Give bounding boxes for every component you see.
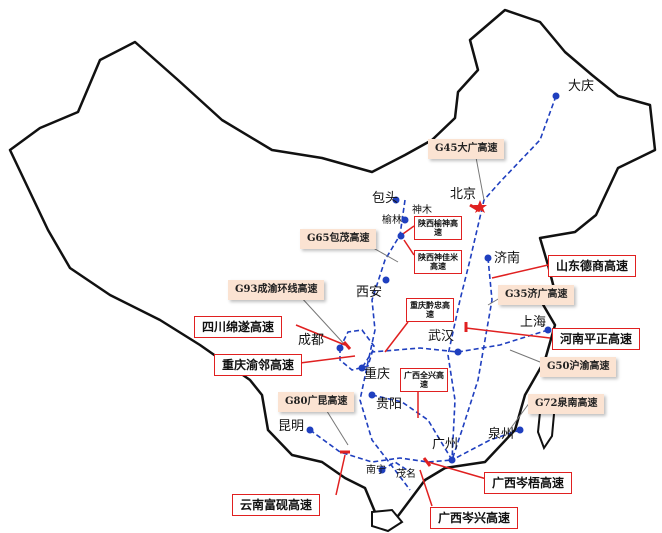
city-marker-chengdu — [336, 344, 344, 352]
project-label-shandong: 山东德商高速 — [548, 255, 637, 277]
pointer-sichuan — [295, 324, 346, 346]
highway-label-g45: G45大广高速 — [428, 139, 505, 159]
leader-g50 — [509, 349, 541, 363]
route-g72 — [451, 429, 521, 461]
marker-sichuan — [342, 341, 352, 350]
city-label-xian: 西安 — [356, 285, 383, 300]
city-marker-shenmu — [401, 216, 409, 224]
highway-label-g93: G93成渝环线高速 — [228, 280, 325, 300]
project-label-qiangui: 重庆黔忠高速 — [406, 298, 454, 323]
pointer-qiangui — [384, 321, 409, 353]
highway-label-g35: G35济广高速 — [498, 285, 575, 305]
leader-g93 — [299, 295, 346, 346]
highway-label-g65: G65包茂高速 — [300, 229, 377, 249]
highway-label-g80: G80广昆高速 — [278, 392, 355, 412]
city-marker-chongqing — [358, 364, 366, 372]
city-label-beijing: 北京 — [450, 187, 477, 202]
highway-routes — [309, 95, 557, 491]
pointer-yunnan — [335, 454, 346, 496]
city-markers — [306, 92, 560, 474]
project-label-sichuan: 四川绵遂高速 — [194, 316, 283, 338]
city-label-chongqing: 重庆 — [364, 367, 391, 382]
pointer-chongqing — [299, 355, 356, 364]
city-label-kunming: 昆明 — [278, 419, 305, 434]
city-label-shenmu: 神木 — [412, 205, 432, 216]
city-label-wuhan: 武汉 — [428, 329, 455, 344]
project-label-cenxing: 广西岑兴高速 — [430, 507, 519, 529]
city-label-guiyang: 贵阳 — [376, 397, 403, 412]
project-label-quanxing: 广西全兴高速 — [400, 368, 448, 393]
city-label-guangzhou: 广州 — [432, 437, 459, 452]
route-g93 — [339, 329, 375, 371]
china-outline — [8, 8, 657, 522]
project-label-shenjia: 陕西神佳米高速 — [414, 250, 462, 275]
city-marker-guiyang — [368, 391, 376, 399]
city-marker-baotou — [392, 196, 400, 204]
project-label-yunnan: 云南富砚高速 — [232, 494, 321, 516]
city-label-jinan: 济南 — [494, 251, 521, 266]
city-marker-jinan — [484, 254, 492, 262]
hainan-outline — [371, 508, 404, 533]
city-label-chengdu: 成都 — [298, 333, 325, 348]
highway-label-g72: G72泉南高速 — [528, 394, 605, 414]
pointer-shenjia — [403, 239, 415, 256]
leader-g45 — [474, 151, 485, 201]
pointer-cenxing — [419, 469, 433, 507]
project-label-henan: 河南平正高速 — [552, 328, 641, 350]
pointer-cenwu — [427, 461, 491, 481]
city-label-maoming: 茂名 — [396, 469, 416, 480]
city-marker-nanning — [378, 466, 386, 474]
city-marker-kunming — [306, 426, 314, 434]
city-label-shanghai: 上海 — [520, 315, 547, 330]
city-label-baotou: 包头 — [372, 191, 399, 206]
city-marker-daqing — [552, 92, 560, 100]
city-marker-wuhan — [454, 348, 462, 356]
beijing-star-icon — [473, 200, 487, 213]
city-label-daqing: 大庆 — [568, 79, 595, 94]
marker-cenwu — [422, 457, 432, 467]
city-marker-yulin — [397, 232, 405, 240]
city-label-nanning: 南宁 — [366, 465, 386, 476]
route-g45 — [447, 95, 557, 461]
city-label-yulin: 榆林 — [382, 215, 402, 226]
highway-label-g50: G50沪渝高速 — [540, 357, 617, 377]
route-g35 — [451, 257, 493, 461]
city-marker-xian — [382, 276, 390, 284]
route-g65 — [359, 199, 411, 491]
leader-g72 — [504, 401, 531, 437]
pointer-henan — [465, 327, 551, 339]
project-label-chongqing: 重庆渝邻高速 — [214, 354, 303, 376]
route-g80 — [309, 429, 453, 463]
project-label-cenwu: 广西岑梧高速 — [484, 472, 573, 494]
route-nanning — [381, 461, 411, 473]
route-g50 — [361, 329, 549, 369]
pointer-shandong — [491, 264, 549, 279]
city-marker-shanghai — [544, 326, 552, 334]
project-label-yushen: 陕西榆神高速 — [414, 216, 462, 241]
city-label-quanzhou: 泉州 — [488, 427, 515, 442]
city-marker-guangzhou — [448, 456, 456, 464]
city-marker-quanzhou — [516, 426, 524, 434]
